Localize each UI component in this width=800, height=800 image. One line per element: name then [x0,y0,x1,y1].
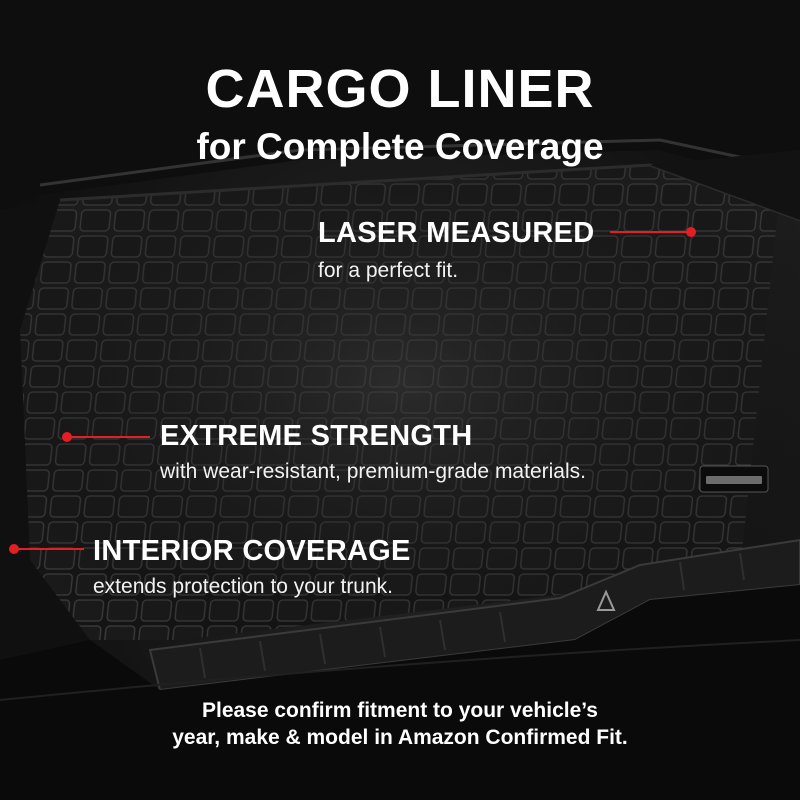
headline-subtitle: for Complete Coverage [196,126,604,167]
headline-title: CARGO LINER [205,59,595,119]
rear-bumper [0,585,800,800]
feature-strength-heading: EXTREME STRENGTH [160,420,473,452]
callout-coverage [9,544,84,554]
feature-laser-heading: LASER MEASURED [318,217,595,249]
trunk-latch [596,589,616,611]
right-wall [650,150,800,220]
callout-laser [610,227,696,237]
red-dot-icon [9,544,19,554]
feature-strength-description: with wear-resistant, premium-grade mater… [160,460,586,483]
feature-coverage-description: extends protection to your trunk. [93,575,393,598]
trunk-lid [0,0,800,210]
left-wall [0,200,90,660]
feature-laser-description: for a perfect fit. [318,259,459,282]
fitment-note-line1: Please confirm fitment to your vehicle’s [201,699,598,722]
red-dot-icon [62,432,72,442]
lip-ribs [199,552,745,679]
callout-strength [62,432,150,442]
feature-coverage-heading: INTERIOR COVERAGE [93,535,411,567]
red-dot-icon [686,227,696,237]
brand-tag [699,465,769,493]
fitment-note-line2: year, make & model in Amazon Confirmed F… [172,726,628,749]
lid-edge [39,138,800,187]
